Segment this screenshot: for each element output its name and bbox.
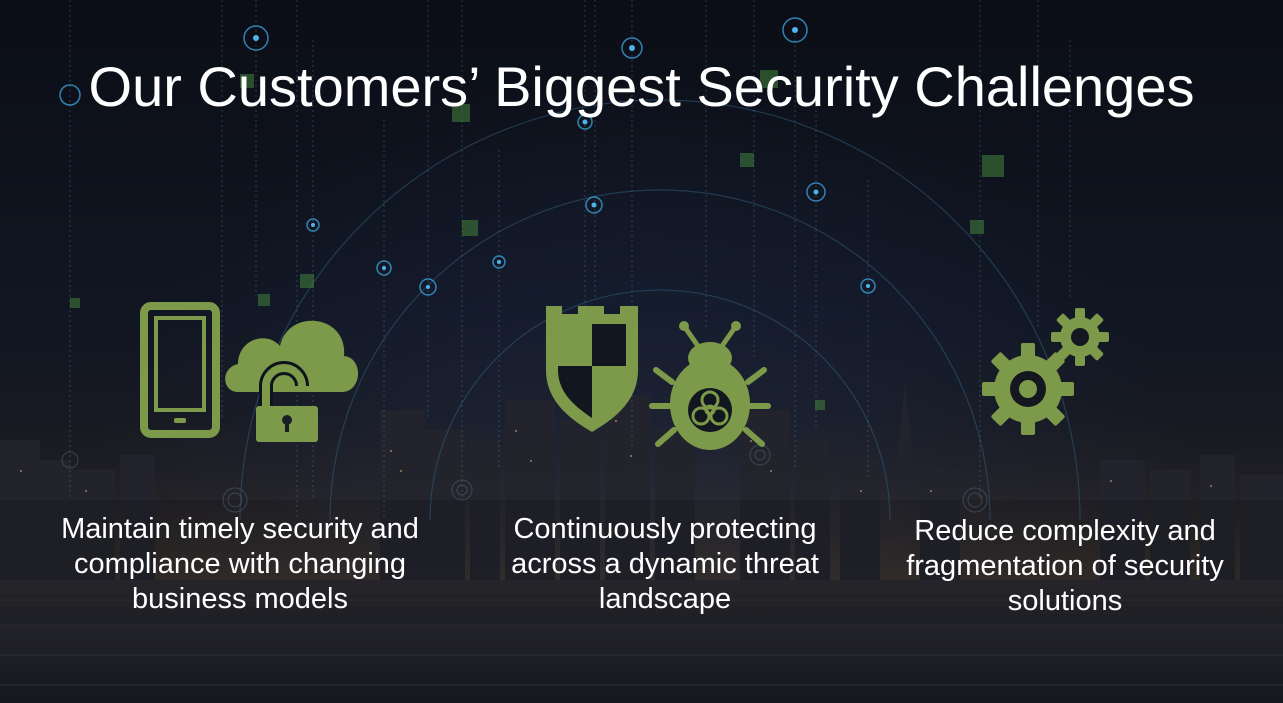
icon-group-1 — [138, 300, 359, 445]
icon-group-2 — [540, 300, 780, 460]
caption-timely-security: Maintain timely security and compliance … — [61, 513, 419, 615]
shield-icon — [546, 306, 638, 432]
gears-icon — [980, 305, 1120, 445]
mobile-phone-icon — [140, 302, 220, 438]
caption-reduce-complexity: Reduce complexity and fragmentation of s… — [906, 515, 1224, 617]
cloud-icon — [225, 320, 359, 392]
unlocked-padlock-icon — [256, 361, 318, 442]
caption-continuous-protection: Continuously protecting across a dynamic… — [511, 513, 819, 615]
slide-title: Our Customers’ Biggest Security Challeng… — [88, 55, 1195, 118]
bug-biohazard-icon — [649, 321, 771, 450]
